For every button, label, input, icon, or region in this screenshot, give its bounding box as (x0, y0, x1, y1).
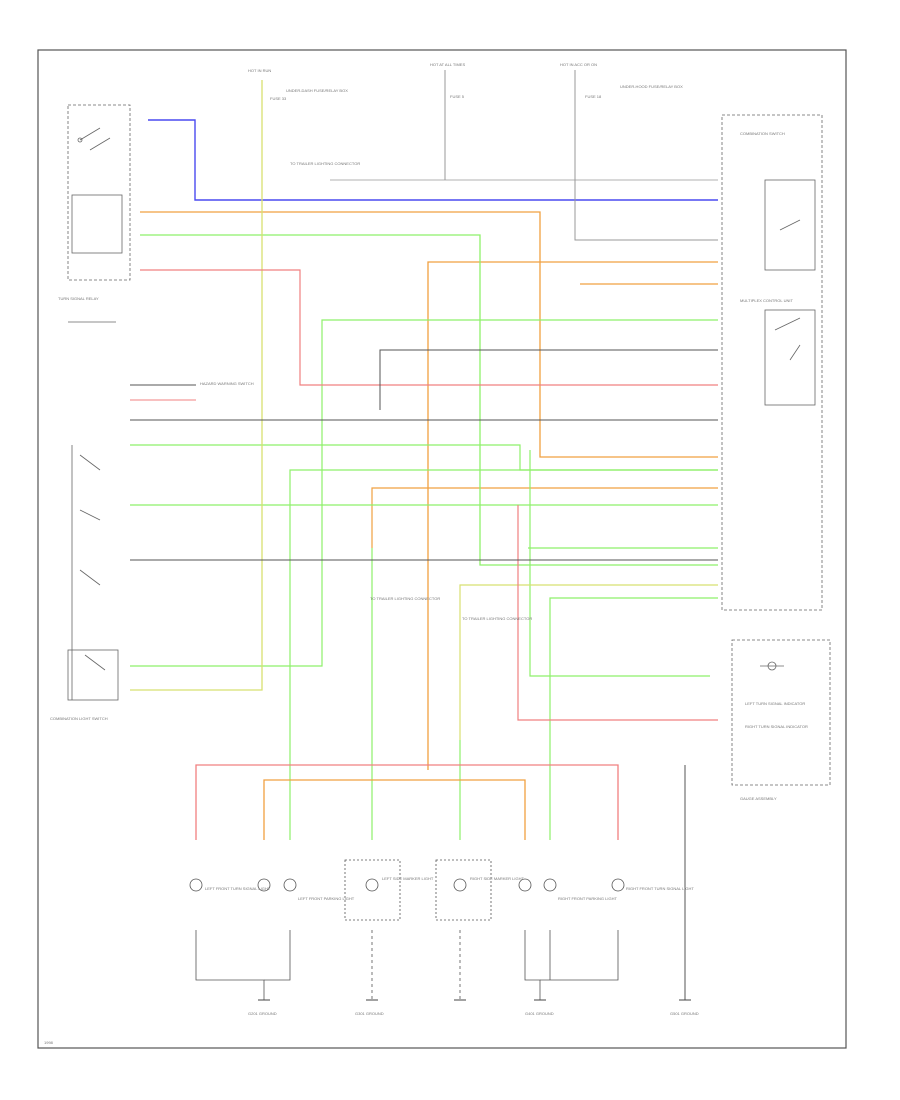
wire-blue (148, 119, 718, 201)
wire-orange-2 (427, 261, 718, 770)
label-hazard-warning-switch: HAZARD WARNING SWITCH (200, 381, 254, 386)
label-right-front-parking: RIGHT FRONT PARKING LIGHT (558, 896, 617, 901)
label-left-front-turn: LEFT FRONT TURN SIGNAL LIGHT (205, 886, 271, 891)
label-left-side-marker: LEFT SIDE MARKER LIGHT (382, 876, 434, 881)
label-combination-switch: COMBINATION SWITCH (740, 131, 785, 136)
label-left-turn-indicator: LEFT TURN SIGNAL INDICATOR (745, 701, 805, 706)
wire-green-1 (140, 234, 718, 566)
label-hot-at-all-times-1: HOT AT ALL TIMES (430, 62, 465, 67)
label-multiplex-unit: MULTIPLEX CONTROL UNIT (740, 298, 793, 303)
label-right-turn-indicator: RIGHT TURN SIGNAL INDICATOR (745, 724, 808, 729)
wire-yellowgreen-1 (130, 80, 263, 691)
label-ground-left: G201 GROUND (248, 1011, 277, 1016)
label-relay-top-left: HOT IN RUN (248, 68, 271, 73)
lamp-group (189, 859, 625, 1000)
label-right-side-marker: RIGHT SIDE MARKER LIGHT (470, 876, 524, 881)
wire-orange-4 (371, 487, 718, 548)
multiplex-control-unit (721, 114, 823, 611)
label-fuse-2: FUSE 5 (450, 94, 465, 99)
label-left-front-parking: LEFT FRONT PARKING LIGHT (298, 896, 355, 901)
label-hot-at-all-times-2: HOT IN ACC OR ON (560, 62, 597, 67)
wire-yellowgreen-2 (459, 584, 718, 740)
wire-green-5 (289, 469, 718, 840)
label-ground-mid: G301 GROUND (355, 1011, 384, 1016)
wire-pink-1 (140, 269, 718, 386)
label-footer-id: 1998 (44, 1040, 54, 1045)
wire-orange-5 (263, 779, 526, 840)
label-fuse-box-note-1: UNDER-DASH FUSE/RELAY BOX (286, 88, 348, 93)
label-ground-right: G401 GROUND (525, 1011, 554, 1016)
gauge-assembly (731, 639, 831, 786)
label-fuse-3: FUSE 18 (585, 94, 602, 99)
diagram-frame (37, 49, 847, 1049)
label-gauge-assembly: GAUGE ASSEMBLY (740, 796, 777, 801)
wire-pink-3 (195, 764, 619, 840)
label-ground-far: G501 GROUND (670, 1011, 699, 1016)
label-to-trailer-3: TO TRAILER LIGHTING CONNECTOR (290, 161, 360, 166)
wire-green-4 (130, 319, 718, 667)
wire-pink-2 (517, 505, 718, 721)
label-to-trailer-1: TO TRAILER LIGHTING CONNECTOR (370, 596, 440, 601)
wire-orange-1 (140, 211, 718, 458)
label-to-trailer-2: TO TRAILER LIGHTING CONNECTOR (462, 616, 532, 621)
label-combination-light-switch: COMBINATION LIGHT SWITCH (50, 716, 108, 721)
wire-green-7 (549, 597, 718, 840)
turn-signal-relay (67, 104, 131, 281)
label-fuse-box-note-2: UNDER-HOOD FUSE/RELAY BOX (620, 84, 683, 89)
wire-gray-2 (574, 70, 718, 241)
label-turn-signal-relay: TURN SIGNAL RELAY (58, 296, 99, 301)
wire-dark-1 (379, 349, 718, 410)
label-fuse-1: FUSE 33 (270, 96, 287, 101)
label-right-front-turn: RIGHT FRONT TURN SIGNAL LIGHT (626, 886, 694, 891)
wire-green-8 (529, 450, 710, 677)
combination-switch (67, 445, 119, 701)
